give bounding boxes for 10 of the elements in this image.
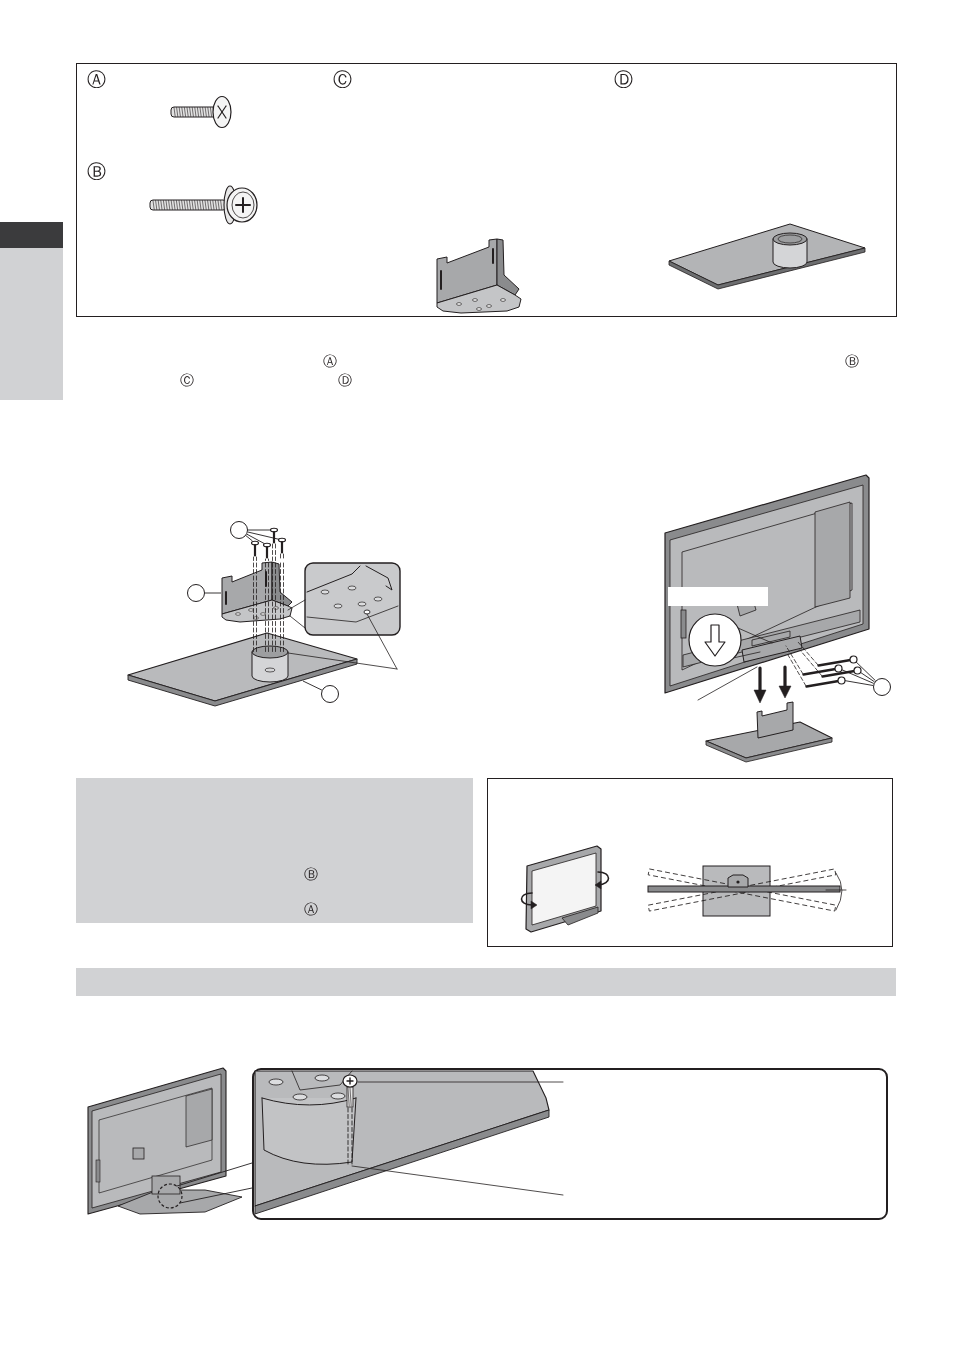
part-reference: Ⓐ (323, 354, 337, 368)
part-letter: Ⓓ (614, 70, 633, 89)
part-reference: Ⓒ (180, 373, 194, 387)
part-letter: Ⓑ (87, 162, 106, 181)
part-letter: Ⓐ (87, 70, 106, 89)
part-letter: Ⓒ (333, 70, 352, 89)
part-reference: Ⓑ (304, 867, 318, 881)
part-reference: Ⓑ (845, 354, 859, 368)
part-reference: Ⓓ (338, 373, 352, 387)
part-reference: Ⓐ (304, 902, 318, 916)
